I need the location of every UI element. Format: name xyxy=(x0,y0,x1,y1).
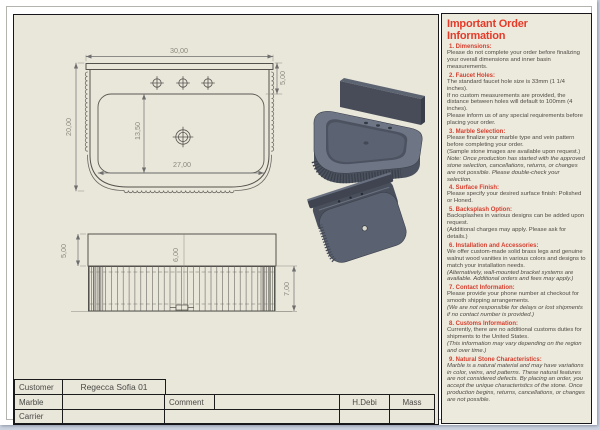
section-paragraph: Backsplashes in various designs can be a… xyxy=(447,213,585,227)
section-heading: 7. Contact Information: xyxy=(449,285,515,292)
title-block-empty-cell xyxy=(164,409,340,424)
dim-top-width: 30,00 xyxy=(170,46,188,55)
drawing-area: 30,00 20,00 5,00 13,50 27,00 xyxy=(13,14,439,425)
section-paragraph: The standard faucet hole size is 33mm (1… xyxy=(447,78,565,92)
section-heading: 2. Faucet Holes: xyxy=(449,72,496,79)
section-paragraph: Please inform us of any special requirem… xyxy=(447,113,583,127)
title-block-value-marble xyxy=(62,394,165,410)
section-paragraph: (Sample stone images are available upon … xyxy=(447,148,581,155)
section-paragraph: (Alternatively, wall-mounted bracket sys… xyxy=(447,269,574,283)
section-paragraph: Please provide your phone number at chec… xyxy=(447,291,579,305)
dim-front-backsplash: 5,00 xyxy=(59,244,68,258)
dim-side-height: 20,00 xyxy=(64,118,73,136)
drain-symbol xyxy=(172,126,194,148)
dim-basin-depth: 13,50 xyxy=(133,122,142,140)
order-info-sections: 1. Dimensions:Please do not complete you… xyxy=(447,44,586,404)
title-block-mass-value xyxy=(389,409,435,424)
title-block-hdebi-header: H.Debi xyxy=(339,394,390,410)
section-paragraph: (We are not responsible for delays or lo… xyxy=(447,305,583,319)
section-heading: 4. Surface Finish: xyxy=(449,185,500,192)
title-block-hdebi-value xyxy=(339,409,390,424)
technical-drawing-svg: 30,00 20,00 5,00 13,50 27,00 xyxy=(59,46,425,312)
dim-front-basin-depth: 6,00 xyxy=(171,248,180,262)
faucet-holes xyxy=(150,76,215,90)
front-drain-mark xyxy=(170,304,194,311)
order-info-panel: Important Order Information 1. Dimension… xyxy=(441,13,592,424)
iso-view-bottom xyxy=(307,172,407,263)
title-block-comment-header: Comment xyxy=(164,394,215,410)
section-paragraph: (Additional charges may apply. Please as… xyxy=(447,227,567,240)
title-block-label-carrier: Carrier xyxy=(14,409,63,424)
top-view: 30,00 20,00 5,00 13,50 27,00 xyxy=(64,46,287,194)
section-heading: 3. Marble Selection: xyxy=(449,129,506,136)
iso-view-top xyxy=(311,78,425,184)
section-heading: 1. Dimensions: xyxy=(449,44,492,50)
section-heading: 8. Customs Information: xyxy=(449,321,519,327)
front-view: 5,00 6,00 7,00 xyxy=(59,233,297,312)
dim-basin-width: 27,00 xyxy=(173,160,191,169)
title-block-comment-area xyxy=(214,394,340,410)
dim-front-flute: 7,00 xyxy=(282,282,291,296)
section-paragraph: Note: Once production has started with t… xyxy=(447,155,585,183)
section-paragraph: Please specify your desired surface fini… xyxy=(447,191,582,205)
section-heading: 5. Backsplash Option: xyxy=(449,207,513,214)
title-block-mass-header: Mass xyxy=(389,394,435,410)
title-block-label-customer: Customer xyxy=(14,379,63,395)
section-paragraph: We offer custom-made solid brass legs an… xyxy=(447,248,586,269)
section-heading: 6. Installation and Accessories: xyxy=(449,242,539,249)
order-info-title: Important Order Information xyxy=(447,18,528,42)
section-paragraph: Marble is a natural material and may hav… xyxy=(447,362,585,404)
underside-drain-hole xyxy=(361,225,368,232)
section-heading: 9. Natural Stone Characteristics: xyxy=(449,356,542,363)
title-block-label-marble: Marble xyxy=(14,394,63,410)
section-paragraph: Please finalize your marble type and vei… xyxy=(447,135,575,148)
section-paragraph: (This information may vary depending on … xyxy=(447,340,582,354)
section-paragraph: Please do not complete your order before… xyxy=(447,50,580,70)
title-block-value-customer: Regecca Sofia 01 xyxy=(62,379,166,395)
section-paragraph: If no custom measurements are provided, … xyxy=(447,92,573,113)
section-paragraph: Currently, there are no additional custo… xyxy=(447,327,582,340)
title-block-value-carrier xyxy=(62,409,165,424)
dim-backsplash-depth: 5,00 xyxy=(278,71,287,85)
